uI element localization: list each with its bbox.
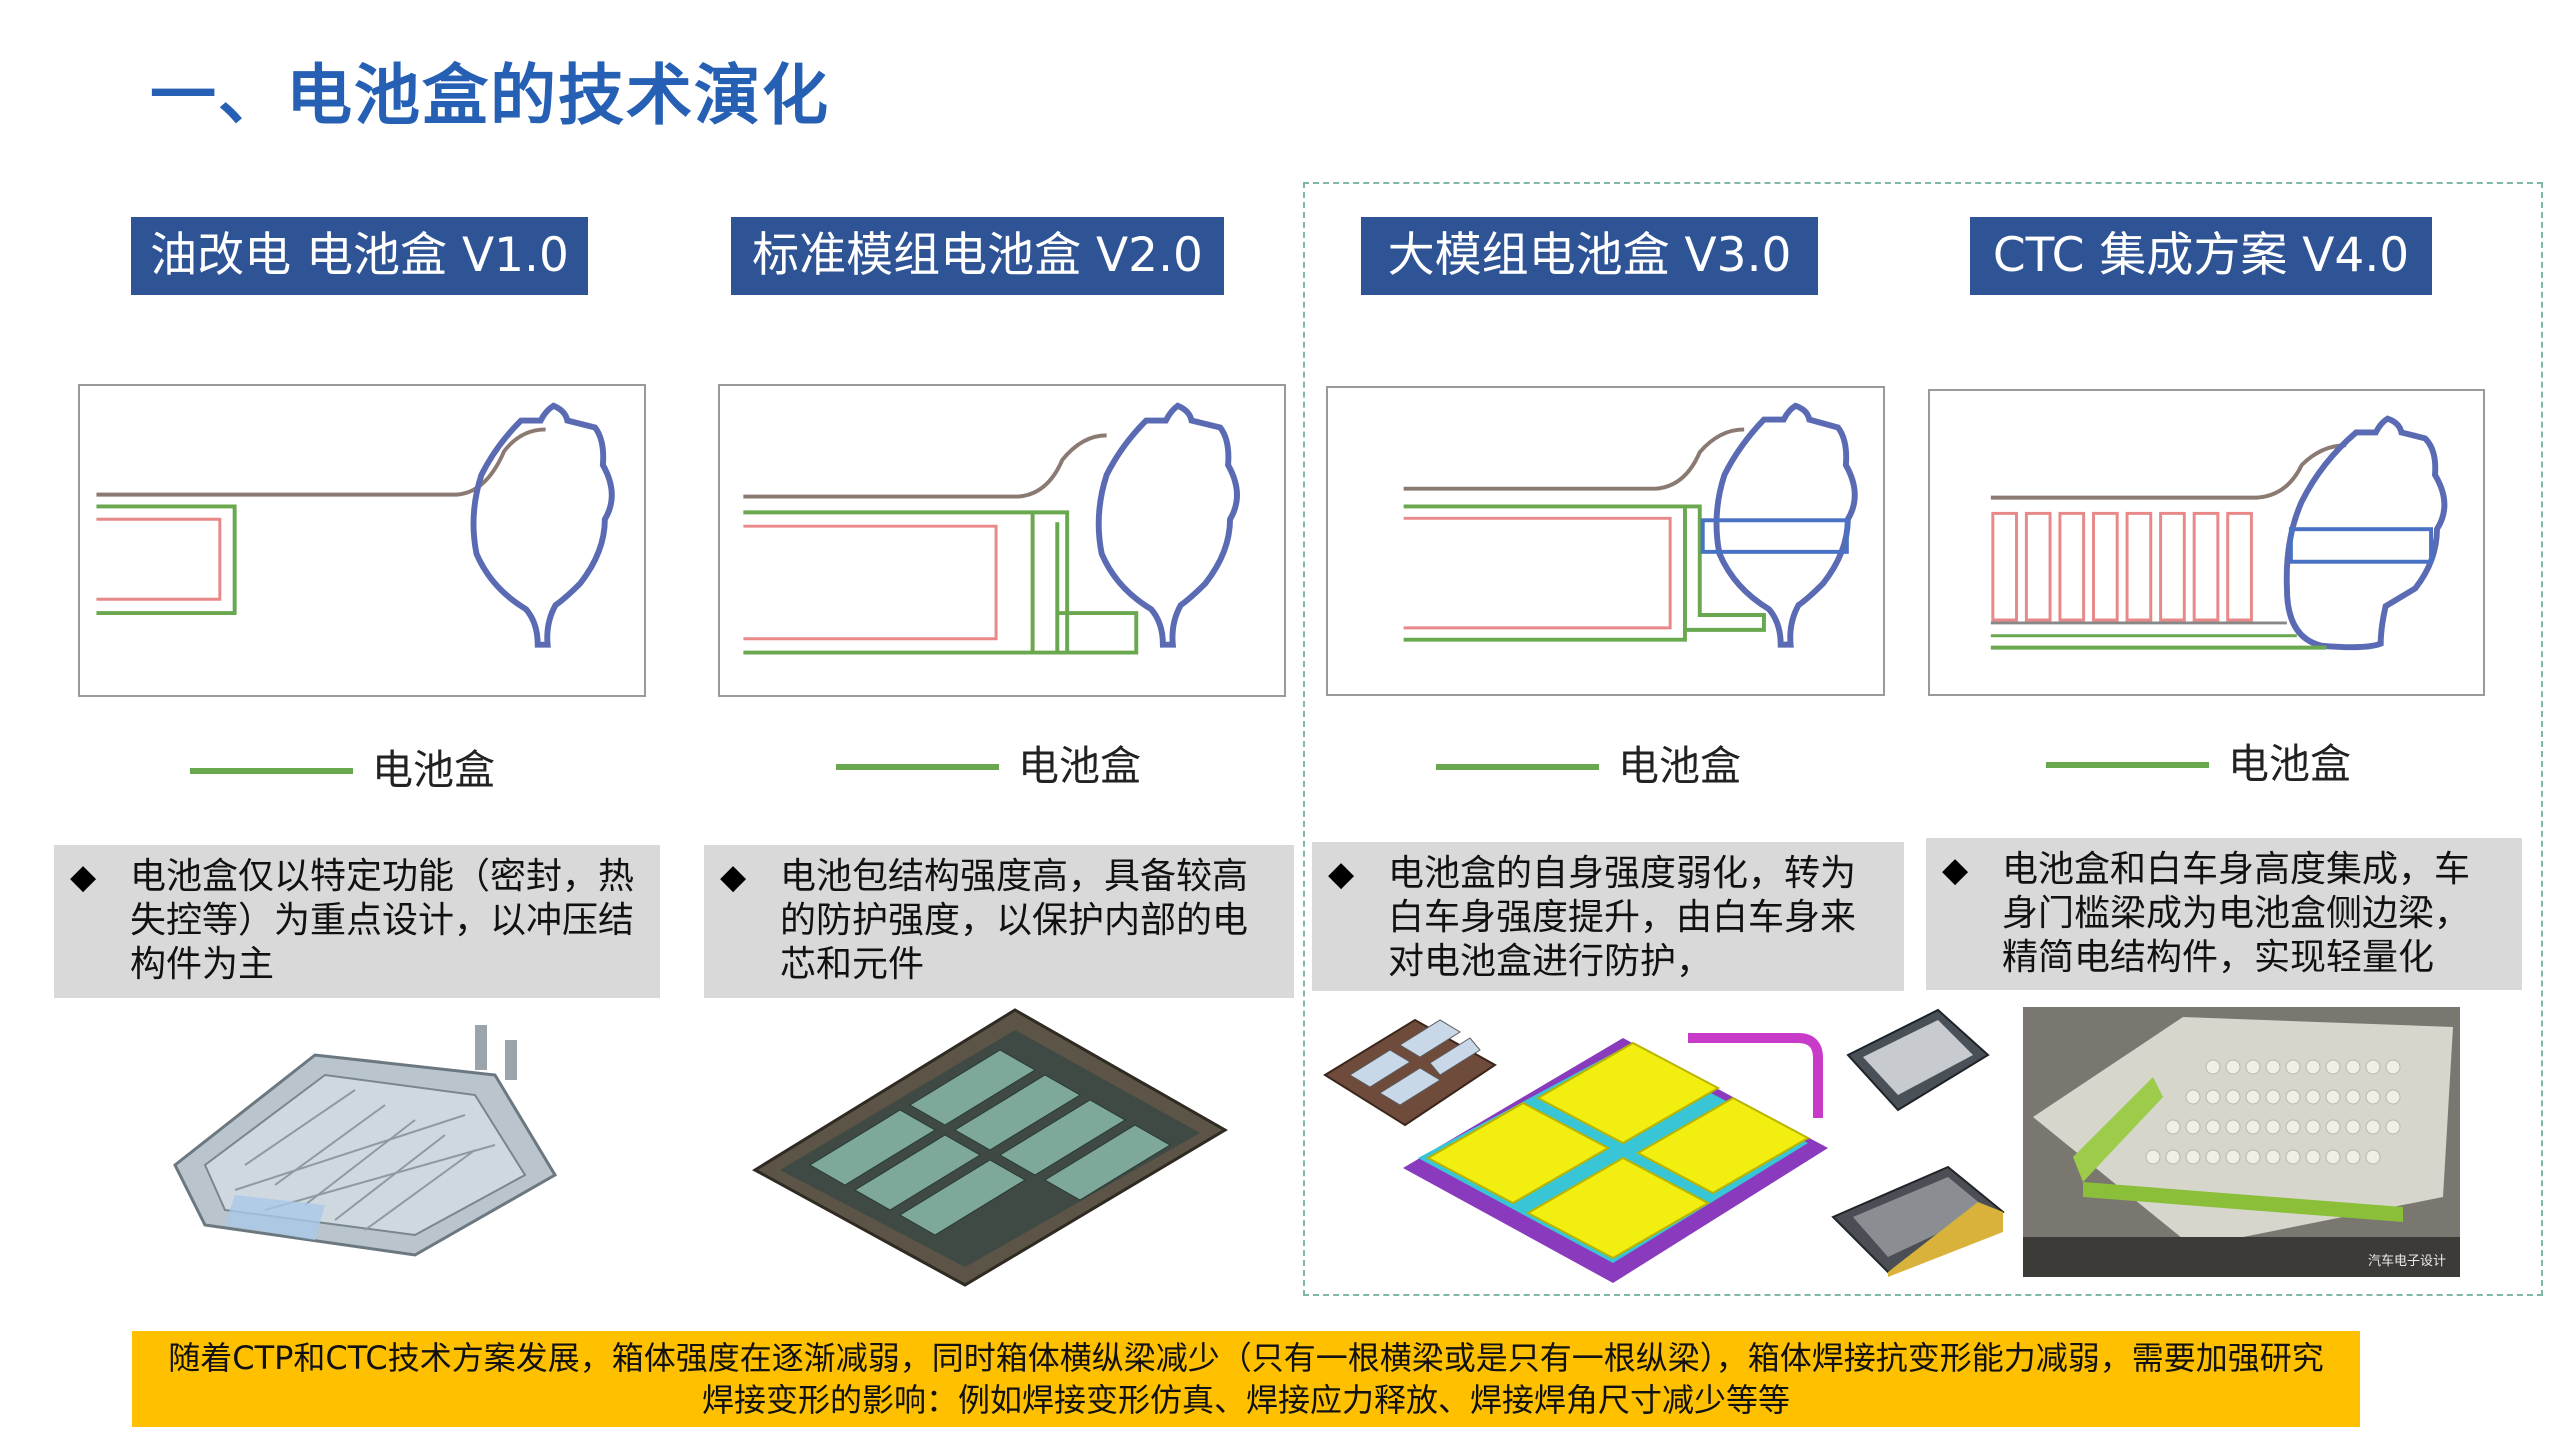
module-frame-small-image bbox=[1320, 1015, 1500, 1130]
bullet-icon: ◆ bbox=[70, 857, 97, 897]
description-box-v1: ◆ 电池盒仅以特定功能（密封，热失控等）为重点设计，以冲压结构件为主 bbox=[54, 845, 660, 998]
dashed-group-frame bbox=[1303, 182, 2543, 1296]
legend-line-v2 bbox=[836, 764, 999, 770]
bullet-icon: ◆ bbox=[1942, 850, 1969, 890]
legend-label-v1: 电池盒 bbox=[372, 746, 495, 794]
description-box-v2: ◆ 电池包结构强度高，具备较高的防护强度，以保护内部的电芯和元件 bbox=[704, 845, 1294, 998]
cross-section-v1-drawing bbox=[96, 402, 615, 648]
large-module-pack-v3-image bbox=[1398, 1018, 1838, 1288]
battery-tray-v1-image bbox=[165, 1015, 565, 1265]
description-text-v4: 电池盒和白车身高度集成，车身门槛梁成为电池盒侧边梁，精简电结构件，实现轻量化 bbox=[2002, 849, 2471, 978]
battery-module-pack-v2-image bbox=[750, 1005, 1230, 1290]
bullet-icon: ◆ bbox=[720, 857, 747, 897]
legend-label-v3: 电池盒 bbox=[1618, 742, 1741, 790]
cross-section-v4 bbox=[1928, 389, 2485, 696]
cross-section-v2-drawing bbox=[743, 402, 1240, 655]
description-box-v3: ◆ 电池盒的自身强度弱化，转为白车身强度提升，由白车身来对电池盒进行防护， bbox=[1312, 842, 1904, 991]
legend-line-v4 bbox=[2046, 762, 2209, 768]
cell-frame-small-image bbox=[1843, 1005, 1993, 1115]
cross-section-v3 bbox=[1326, 386, 1885, 696]
cell-tray-small-image bbox=[1828, 1162, 2008, 1277]
ctc-cell-array-photo: 汽车电子设计 bbox=[2023, 1007, 2460, 1277]
description-text-v2: 电池包结构强度高，具备较高的防护强度，以保护内部的电芯和元件 bbox=[780, 856, 1249, 985]
cross-section-v4-drawing bbox=[1990, 415, 2448, 651]
footer-note: 随着CTP和CTC技术方案发展，箱体强度在逐渐减弱，同时箱体横纵梁减少（只有一根… bbox=[132, 1331, 2360, 1427]
description-text-v3: 电池盒的自身强度弱化，转为白车身强度提升，由白车身来对电池盒进行防护， bbox=[1388, 853, 1857, 982]
version-label-v1: 油改电 电池盒 V1.0 bbox=[131, 217, 588, 295]
version-label-v2: 标准模组电池盒 V2.0 bbox=[731, 217, 1224, 295]
footer-line-1: 随着CTP和CTC技术方案发展，箱体强度在逐渐减弱，同时箱体横纵梁减少（只有一根… bbox=[168, 1339, 2324, 1377]
version-label-v4: CTC 集成方案 V4.0 bbox=[1970, 217, 2432, 295]
cross-section-v1 bbox=[78, 384, 646, 697]
description-box-v4: ◆ 电池盒和白车身高度集成，车身门槛梁成为电池盒侧边梁，精简电结构件，实现轻量化 bbox=[1926, 838, 2522, 990]
page-title: 一、电池盒的技术演化 bbox=[150, 57, 830, 134]
version-label-v3: 大模组电池盒 V3.0 bbox=[1361, 217, 1818, 295]
legend-label-v4: 电池盒 bbox=[2228, 740, 2351, 788]
photo-watermark: 汽车电子设计 bbox=[2367, 1254, 2446, 1269]
legend-label-v2: 电池盒 bbox=[1018, 742, 1141, 790]
bullet-icon: ◆ bbox=[1328, 854, 1355, 894]
cross-section-v3-drawing bbox=[1403, 402, 1858, 648]
legend-line-v3 bbox=[1436, 764, 1599, 770]
description-text-v1: 电池盒仅以特定功能（密封，热失控等）为重点设计，以冲压结构件为主 bbox=[130, 856, 635, 985]
cross-section-v2 bbox=[718, 384, 1286, 697]
legend-line-v1 bbox=[190, 768, 353, 774]
footer-line-2: 焊接变形的影响：例如焊接变形仿真、焊接应力释放、焊接焊角尺寸减少等等 bbox=[701, 1381, 1790, 1419]
